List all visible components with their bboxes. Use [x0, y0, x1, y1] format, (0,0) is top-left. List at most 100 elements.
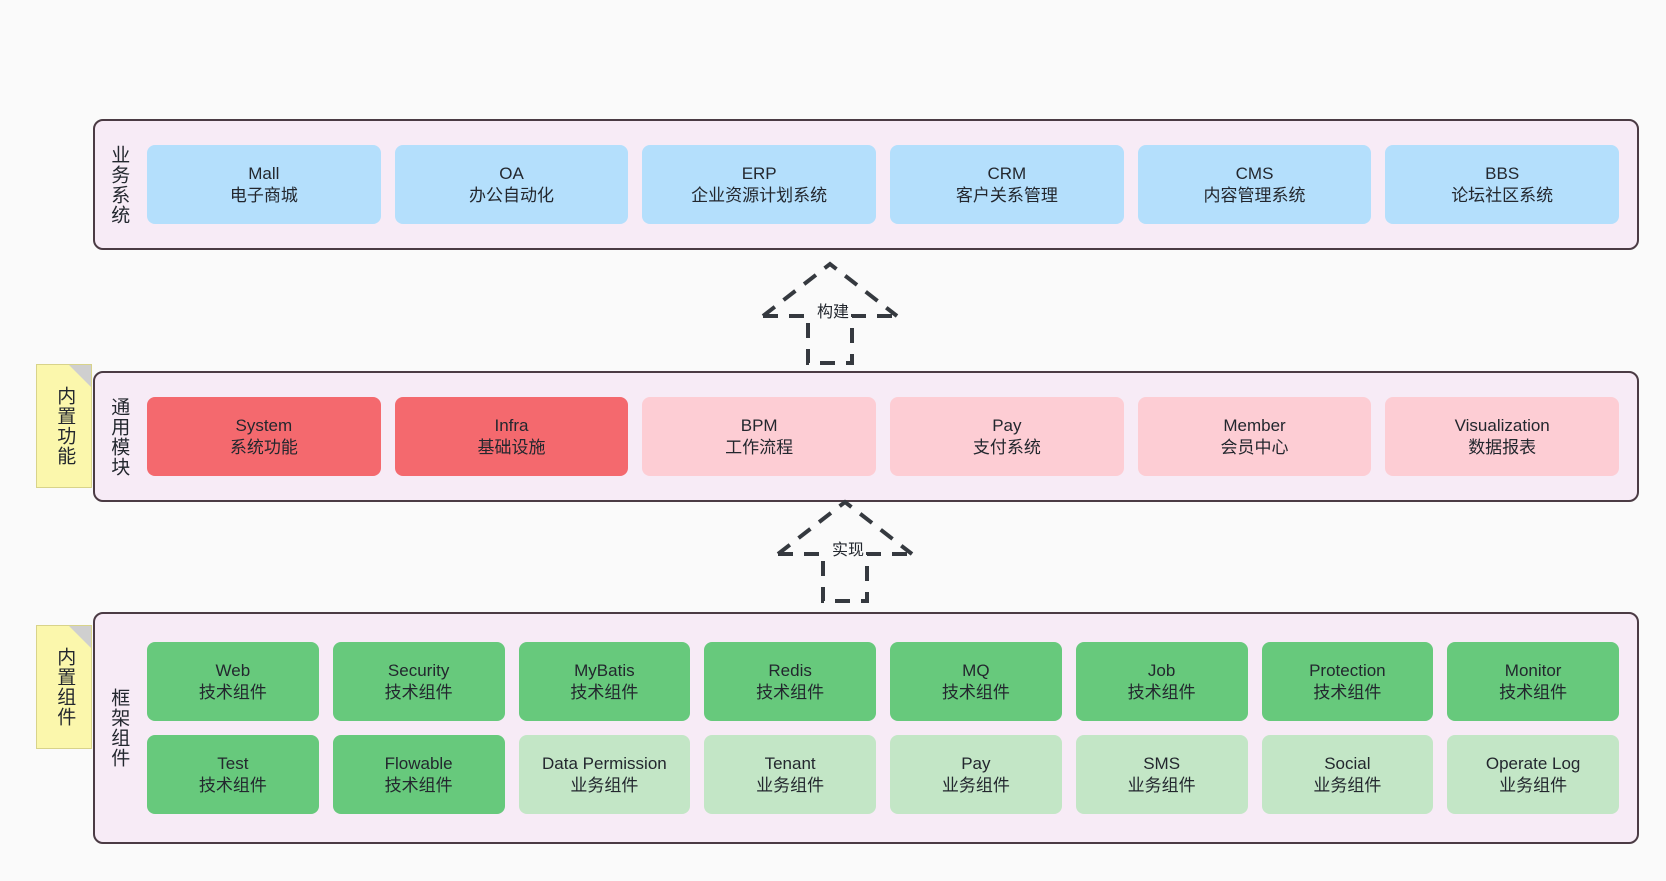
builtin-function-note: 内置功能 — [36, 364, 92, 488]
card-job[interactable]: Job 技术组件 — [1075, 642, 1248, 721]
card-subtitle: 技术组件 — [941, 682, 1010, 702]
card-subtitle: 会员中心 — [1220, 437, 1289, 457]
card-title: MQ — [962, 660, 990, 680]
card-mybatis[interactable]: MyBatis 技术组件 — [518, 642, 691, 721]
card-title: Security — [387, 660, 450, 680]
tier-label-framework-components: 框架组件 — [108, 688, 130, 768]
card-subtitle: 内容管理系统 — [1203, 185, 1306, 205]
card-crm[interactable]: CRM 客户关系管理 — [890, 145, 1124, 224]
implement-arrow-label: 实现 — [830, 536, 867, 560]
card-sms[interactable]: SMS 业务组件 — [1075, 735, 1248, 814]
card-social[interactable]: Social 业务组件 — [1261, 735, 1434, 814]
card-pay-component[interactable]: Pay 业务组件 — [890, 735, 1062, 814]
card-title: CRM — [987, 163, 1027, 183]
card-title: Pay — [992, 415, 1022, 435]
card-subtitle: 支付系统 — [972, 437, 1041, 457]
card-redis[interactable]: Redis 技术组件 — [704, 642, 876, 721]
card-subtitle: 工作流程 — [725, 437, 794, 457]
tier-label-common-modules: 通用模块 — [108, 396, 130, 477]
card-subtitle: 技术组件 — [1313, 682, 1382, 702]
card-title: ERP — [741, 163, 777, 183]
card-row: System 系统功能 Infra 基础设施 BPM 工作流程 Pay 支付系统… — [147, 397, 1620, 476]
card-title: BBS — [1485, 163, 1520, 183]
tier-business-systems: 业务系统 Mall 电子商城 OA 办公自动化 ERP 企业资源计划系统 CRM… — [93, 119, 1639, 250]
card-subtitle: 办公自动化 — [469, 185, 554, 205]
card-subtitle: 业务组件 — [1127, 775, 1196, 795]
card-subtitle: 企业资源计划系统 — [691, 185, 828, 205]
card-tenant[interactable]: Tenant 业务组件 — [704, 735, 876, 814]
card-title: OA — [499, 163, 524, 183]
card-title: Operate Log — [1485, 753, 1581, 773]
card-infra[interactable]: Infra 基础设施 — [394, 397, 629, 476]
card-data-permission[interactable]: Data Permission 业务组件 — [518, 735, 691, 814]
note-text: 内置组件 — [54, 647, 76, 727]
card-title: SMS — [1143, 753, 1181, 773]
card-mq[interactable]: MQ 技术组件 — [890, 642, 1062, 721]
card-security[interactable]: Security 技术组件 — [332, 642, 505, 721]
card-title: CMS — [1235, 163, 1274, 183]
card-title: Tenant — [764, 753, 816, 773]
build-arrow-label: 构建 — [815, 298, 852, 322]
card-title: Data Permission — [542, 753, 667, 773]
build-arrow-icon — [761, 261, 899, 365]
card-title: Visualization — [1454, 415, 1550, 435]
card-title: Pay — [961, 753, 991, 773]
card-cms[interactable]: CMS 内容管理系统 — [1137, 145, 1372, 224]
card-title: Job — [1147, 660, 1176, 680]
tier-label-business-systems: 业务系统 — [108, 144, 130, 225]
card-test[interactable]: Test 技术组件 — [147, 735, 319, 814]
card-subtitle: 电子商城 — [229, 185, 298, 205]
card-subtitle: 技术组件 — [384, 682, 453, 702]
card-operate-log[interactable]: Operate Log 业务组件 — [1447, 735, 1619, 814]
card-oa[interactable]: OA 办公自动化 — [394, 145, 629, 224]
card-title: System — [235, 415, 293, 435]
card-subtitle: 技术组件 — [570, 682, 639, 702]
card-protection[interactable]: Protection 技术组件 — [1261, 642, 1434, 721]
builtin-component-note: 内置组件 — [36, 625, 92, 749]
card-subtitle: 技术组件 — [384, 775, 453, 795]
card-subtitle: 论坛社区系统 — [1451, 185, 1554, 205]
card-monitor[interactable]: Monitor 技术组件 — [1447, 642, 1619, 721]
card-subtitle: 业务组件 — [756, 775, 825, 795]
card-bpm[interactable]: BPM 工作流程 — [642, 397, 877, 476]
card-row: Web 技术组件 Security 技术组件 MyBatis 技术组件 Redi… — [147, 642, 1619, 721]
card-flowable[interactable]: Flowable 技术组件 — [332, 735, 505, 814]
note-fold-icon — [69, 365, 91, 387]
card-subtitle: 业务组件 — [941, 775, 1010, 795]
note-fold-icon — [69, 626, 91, 648]
tier-framework-components: 框架组件 Web 技术组件 Security 技术组件 MyBatis 技术组件… — [93, 612, 1639, 844]
card-subtitle: 技术组件 — [1499, 682, 1568, 702]
card-subtitle: 技术组件 — [198, 682, 267, 702]
card-subtitle: 客户关系管理 — [955, 185, 1058, 205]
card-row: Test 技术组件 Flowable 技术组件 Data Permission … — [147, 735, 1619, 814]
card-system[interactable]: System 系统功能 — [147, 397, 381, 476]
note-text: 内置功能 — [54, 386, 76, 466]
card-subtitle: 业务组件 — [1313, 775, 1382, 795]
card-subtitle: 技术组件 — [1127, 682, 1196, 702]
build-arrow: 构建 — [757, 258, 937, 368]
card-visualization[interactable]: Visualization 数据报表 — [1385, 397, 1620, 476]
card-title: MyBatis — [574, 660, 635, 680]
implement-arrow: 实现 — [772, 496, 952, 606]
card-title: Mall — [248, 163, 280, 183]
card-pay-module[interactable]: Pay 支付系统 — [890, 397, 1124, 476]
card-title: Monitor — [1504, 660, 1562, 680]
card-subtitle: 技术组件 — [756, 682, 825, 702]
card-mall[interactable]: Mall 电子商城 — [147, 145, 381, 224]
card-title: Redis — [768, 660, 812, 680]
tier-body-business-systems: Mall 电子商城 OA 办公自动化 ERP 企业资源计划系统 CRM 客户关系… — [141, 121, 1637, 248]
card-row: Mall 电子商城 OA 办公自动化 ERP 企业资源计划系统 CRM 客户关系… — [147, 145, 1620, 224]
card-web[interactable]: Web 技术组件 — [147, 642, 319, 721]
card-subtitle: 数据报表 — [1468, 437, 1537, 457]
card-title: Protection — [1309, 660, 1386, 680]
card-member[interactable]: Member 会员中心 — [1137, 397, 1372, 476]
card-bbs[interactable]: BBS 论坛社区系统 — [1385, 145, 1620, 224]
tier-common-modules: 通用模块 System 系统功能 Infra 基础设施 BPM 工作流程 Pay… — [93, 371, 1639, 502]
card-subtitle: 业务组件 — [570, 775, 639, 795]
card-title: Flowable — [384, 753, 453, 773]
tier-body-common-modules: System 系统功能 Infra 基础设施 BPM 工作流程 Pay 支付系统… — [141, 373, 1637, 500]
implement-arrow-icon — [776, 499, 914, 603]
card-title: Test — [217, 753, 249, 773]
card-subtitle: 业务组件 — [1499, 775, 1568, 795]
card-erp[interactable]: ERP 企业资源计划系统 — [642, 145, 877, 224]
